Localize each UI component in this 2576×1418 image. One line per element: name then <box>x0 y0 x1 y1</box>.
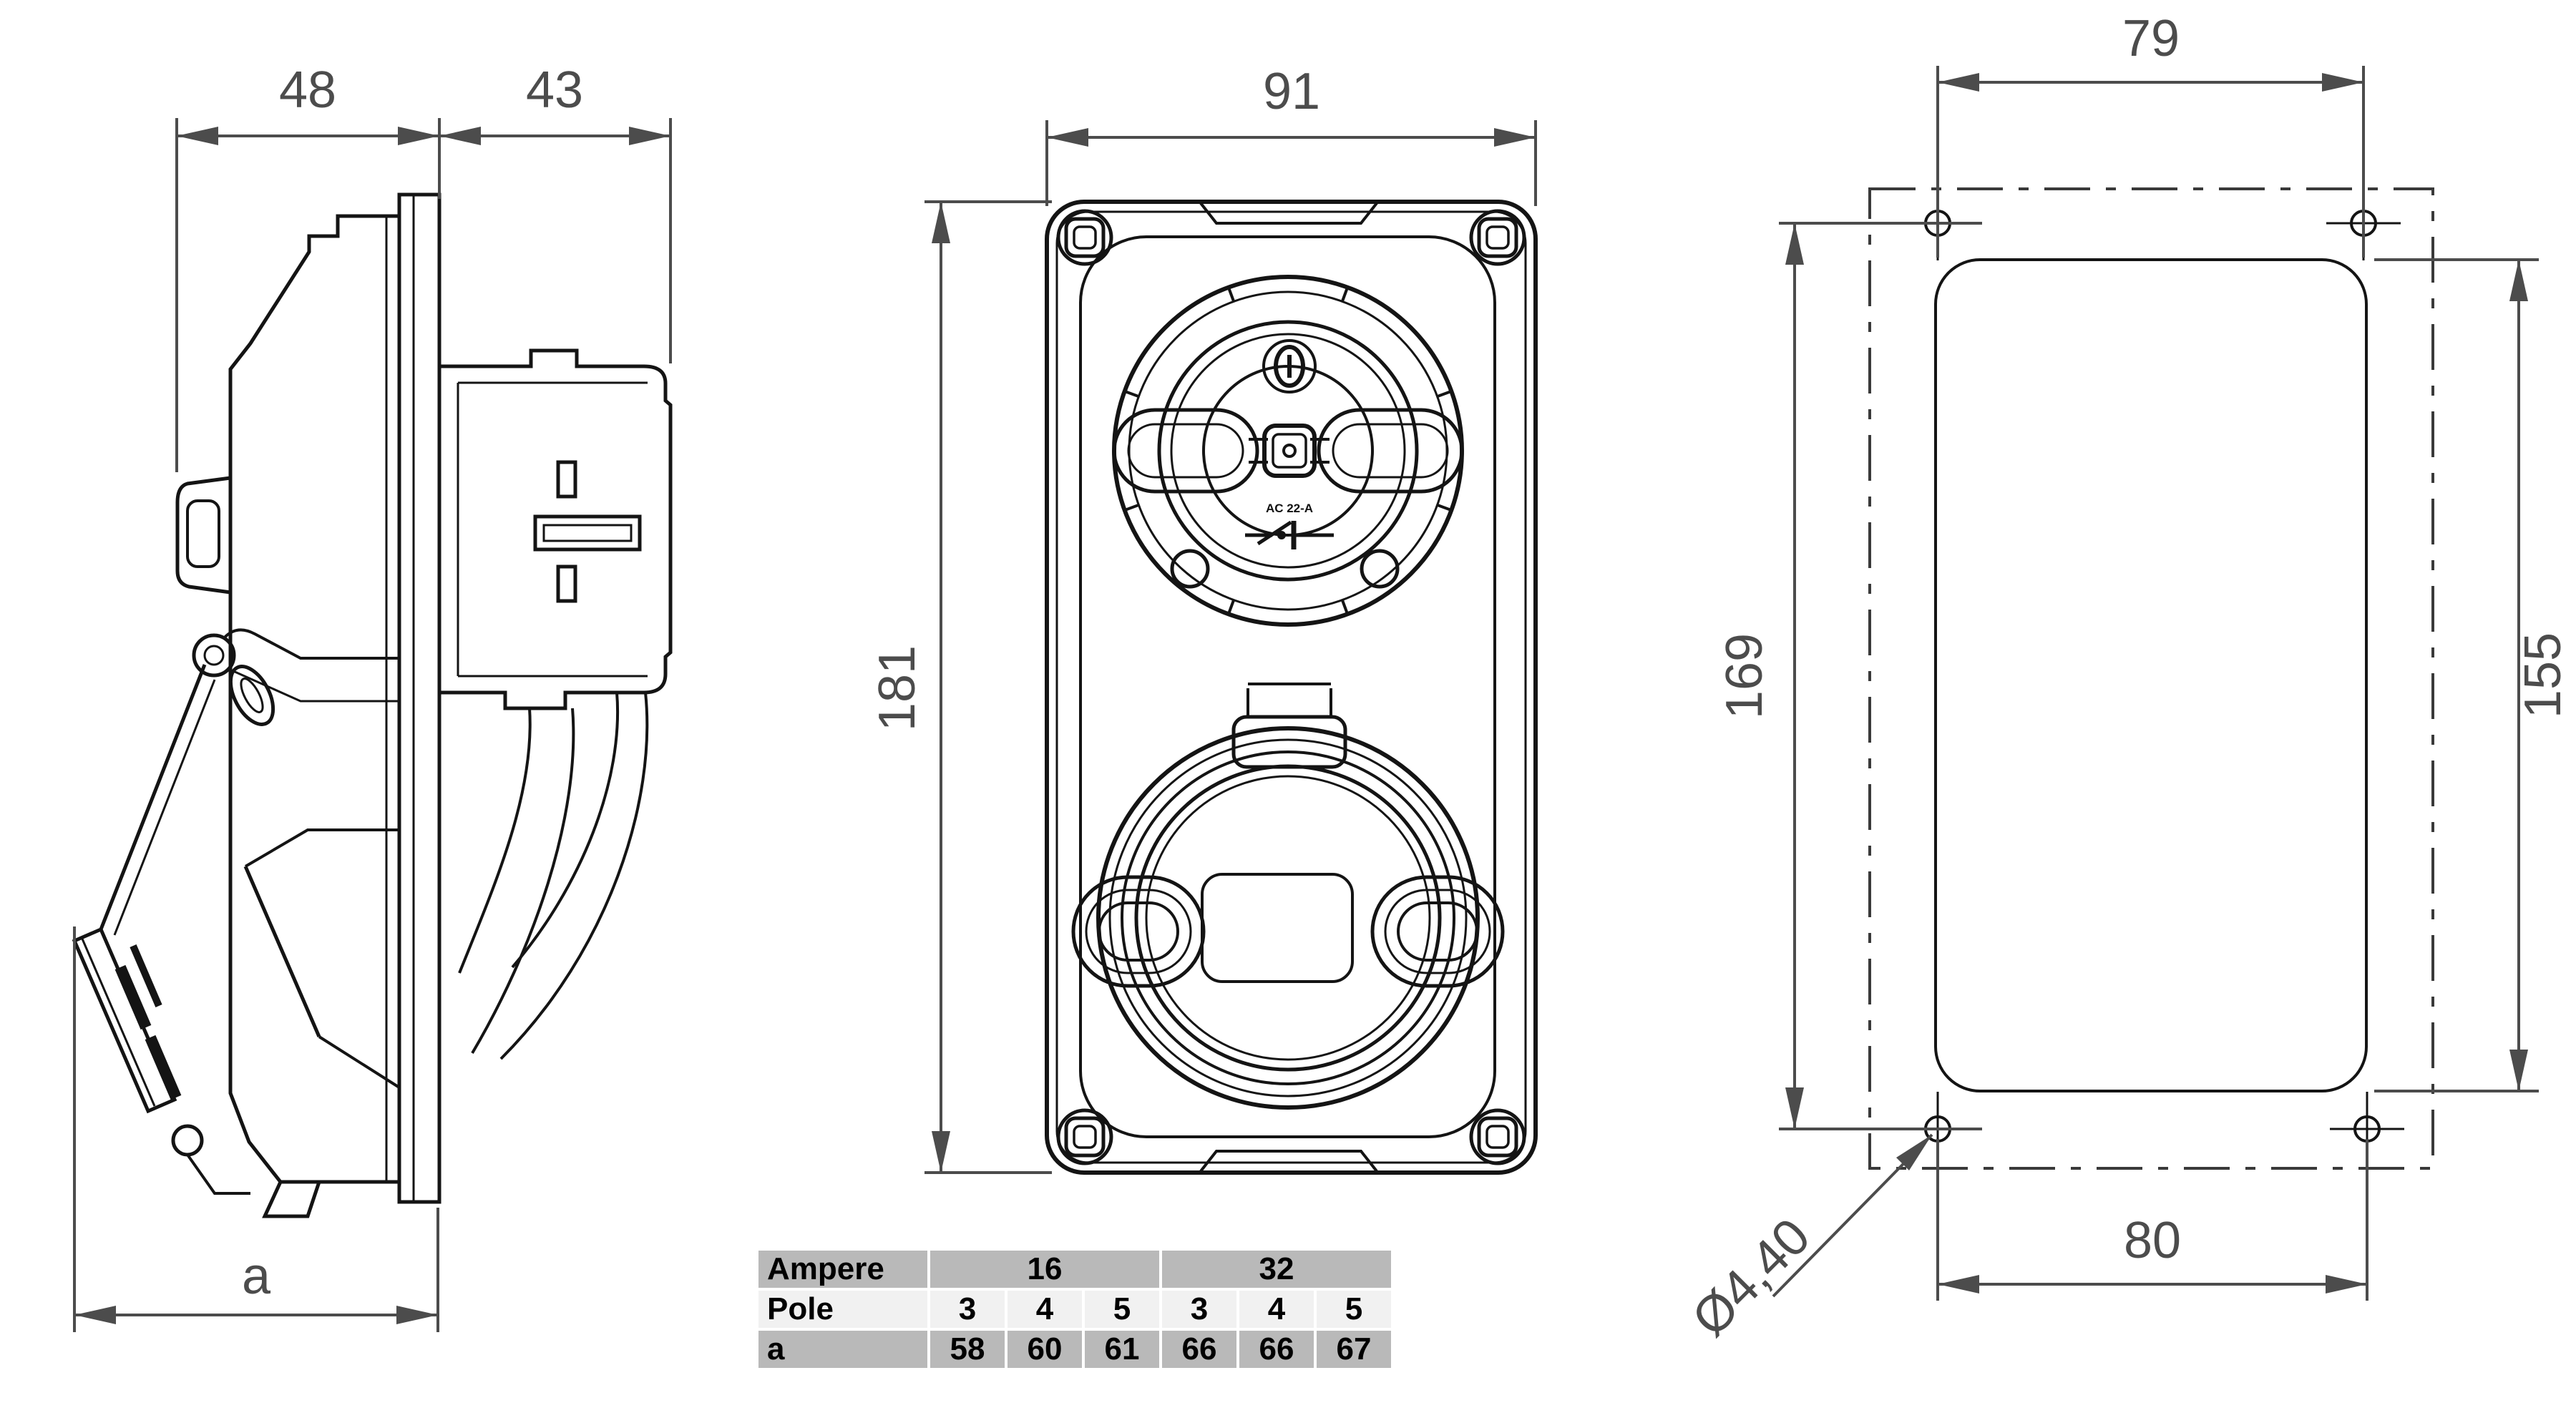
dim-181: 181 <box>869 200 1052 1174</box>
side-lid-hinge <box>192 633 236 678</box>
dim-label-side-total-depth: a <box>242 1248 271 1305</box>
dim-label-side-rear-depth: 48 <box>279 62 336 119</box>
switch-symbol <box>1245 520 1334 549</box>
dim-a: a <box>73 926 439 1332</box>
lid-hinge <box>1231 715 1347 769</box>
front-view: AC 22-A <box>1045 200 1538 1175</box>
table-cell: 66 <box>1162 1331 1236 1368</box>
side-wiring <box>458 692 649 1060</box>
dim-label-holes-bottom-spacing: 80 <box>2124 1212 2181 1269</box>
front-top-socket: AC 22-A <box>1112 275 1464 627</box>
dim-label-side-inlet-depth: 43 <box>526 62 583 119</box>
table-cell: 58 <box>930 1331 1005 1368</box>
front-bottom-socket <box>1071 683 1505 1110</box>
table-header-ampere: Ampere <box>758 1251 927 1288</box>
spec-table: Ampere 16 32 Pole 3 4 5 3 4 5 a 58 60 61… <box>756 1248 1394 1371</box>
side-flange-plate <box>397 192 441 1204</box>
table-cell: 3 <box>930 1291 1005 1328</box>
side-lid-spring <box>114 964 152 1030</box>
table-row-ampere: Ampere 16 32 <box>758 1251 1391 1288</box>
dim-label-front-width: 91 <box>1263 63 1320 120</box>
side-view <box>72 192 673 1218</box>
dim-label-holes-top-spacing: 79 <box>2122 10 2180 67</box>
dim-label-hole-diameter: Ø4,40 <box>1682 1208 1821 1347</box>
table-cell: 4 <box>1239 1291 1314 1328</box>
table-cell: 4 <box>1008 1291 1082 1328</box>
dim-hole-diameter: Ø4,40 <box>1682 1133 1933 1347</box>
mounting-holes <box>1901 186 2404 1166</box>
dim-91: 91 <box>1045 63 1537 206</box>
side-lid-spring <box>145 1035 182 1100</box>
lid-label-plate <box>1201 873 1354 983</box>
cutout-outline <box>1934 258 2368 1092</box>
front-corner-screws <box>1056 209 1526 1165</box>
table-header-a: a <box>758 1331 927 1368</box>
dim-label-cutout-height: 155 <box>2514 632 2572 718</box>
table-header-pole: Pole <box>758 1291 927 1328</box>
table-cell: 61 <box>1085 1331 1159 1368</box>
socket-marking-label: AC 22-A <box>1266 502 1313 515</box>
side-lid-latch <box>171 1124 204 1157</box>
side-inlet-pin <box>556 564 577 603</box>
dim-169: 169 <box>1716 222 1982 1130</box>
dim-155: 155 <box>2374 258 2572 1092</box>
table-cell: 5 <box>1085 1291 1159 1328</box>
dim-48-43: 48 43 <box>175 62 672 472</box>
side-inlet-pin <box>556 460 577 499</box>
dim-label-holes-side-spacing: 169 <box>1716 633 1773 719</box>
dim-79: 79 <box>1936 10 2365 258</box>
table-cell: 66 <box>1239 1331 1314 1368</box>
table-row-a: a 58 60 61 66 66 67 <box>758 1331 1391 1368</box>
table-cell: 5 <box>1317 1291 1391 1328</box>
side-screw-boss <box>228 665 275 726</box>
table-cell: 60 <box>1008 1331 1082 1368</box>
dim-label-front-height: 181 <box>869 645 926 731</box>
table-cell-ampere-16: 16 <box>930 1251 1159 1288</box>
side-inlet-tab <box>533 514 642 552</box>
dimension-annotations: 48 43 a 91 181 <box>73 10 2572 1347</box>
table-cell: 3 <box>1162 1291 1236 1328</box>
table-cell: 67 <box>1317 1331 1391 1368</box>
front-face-plate <box>1079 235 1496 1138</box>
table-row-pole: Pole 3 4 5 3 4 5 <box>758 1291 1391 1328</box>
front-body-outline <box>1045 200 1538 1175</box>
side-angled-socket <box>72 628 401 1218</box>
dim-80: 80 <box>1936 1139 2368 1301</box>
side-inlet-block <box>439 348 673 710</box>
panel-outline <box>1868 187 2434 1170</box>
side-wall-bracket <box>175 476 231 595</box>
table-cell-ampere-32: 32 <box>1162 1251 1391 1288</box>
side-enclosure-box <box>228 214 399 1184</box>
cutout-view <box>1868 186 2434 1170</box>
